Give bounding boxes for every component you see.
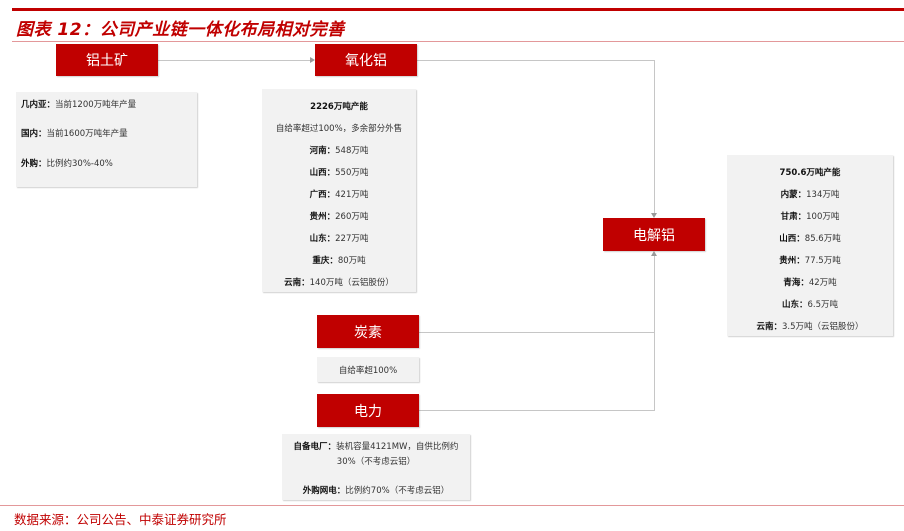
top-rule: [12, 8, 904, 11]
alumina-row: 广西：421万吨: [309, 190, 369, 200]
power-row-self-cont: 30%（不考虑云铝）: [336, 457, 416, 467]
figure-title: 图表 12：公司产业链一体化布局相对完善: [16, 20, 345, 40]
alumina-info-panel: 2226万吨产能 自给率超过100%，多余部分外售 河南：548万吨 山西：55…: [262, 89, 416, 292]
carbon-self-sufficiency: 自给率超100%: [338, 366, 398, 376]
bottom-rule: [0, 505, 904, 506]
electrolytic-row: 贵州：77.5万吨: [779, 256, 841, 266]
node-alumina-label: 氧化铝: [345, 53, 387, 69]
connector-alumina-right: [417, 60, 655, 61]
node-bauxite: 铝土矿: [56, 44, 158, 76]
bauxite-row: 国内：当前1600万吨年产量: [21, 129, 128, 139]
electrolytic-row: 云南：3.5万吨（云铝股份）: [756, 322, 864, 332]
carbon-info-panel: 自给率超100%: [317, 357, 419, 382]
connector-up: [654, 256, 655, 411]
arrow-up-icon: [651, 251, 657, 256]
alumina-row: 山东：227万吨: [309, 234, 369, 244]
connector-power: [419, 410, 655, 411]
alumina-self-sufficiency: 自给率超过100%，多余部分外售: [275, 124, 403, 134]
source-note: 数据来源：公司公告、中泰证券研究所: [14, 512, 227, 527]
arrow-down-icon: [651, 213, 657, 218]
node-alumina: 氧化铝: [315, 44, 417, 76]
bauxite-info-panel: 几内亚：当前1200万吨年产量 国内：当前1600万吨年产量 外购：比例约30%…: [16, 92, 197, 187]
node-electrolytic-label: 电解铝: [633, 227, 675, 244]
node-bauxite-label: 铝土矿: [86, 53, 128, 69]
title-rule: [12, 41, 904, 42]
arrow-right-icon: [310, 57, 315, 63]
node-carbon-label: 炭素: [354, 324, 382, 341]
power-row-self: 自备电厂：装机容量4121MW，自供比例约: [293, 442, 459, 452]
bauxite-row: 几内亚：当前1200万吨年产量: [21, 100, 137, 110]
electrolytic-row: 甘肃：100万吨: [780, 212, 840, 222]
node-carbon: 炭素: [317, 315, 419, 348]
alumina-row: 贵州：260万吨: [309, 212, 369, 222]
bauxite-row: 外购：比例约30%-40%: [21, 159, 113, 169]
connector-carbon: [419, 332, 655, 333]
electrolytic-row: 青海：42万吨: [783, 278, 837, 288]
power-row-grid: 外购网电：比例约70%（不考虑云铝）: [302, 486, 450, 496]
alumina-capacity-header: 2226万吨产能: [310, 102, 368, 112]
electrolytic-row: 山东：6.5万吨: [781, 300, 839, 310]
electrolytic-row: 内蒙：134万吨: [780, 190, 840, 200]
electrolytic-info-panel: 750.6万吨产能 内蒙：134万吨 甘肃：100万吨 山西：85.6万吨 贵州…: [727, 155, 893, 336]
node-power: 电力: [317, 394, 419, 427]
power-info-panel: 自备电厂：装机容量4121MW，自供比例约 30%（不考虑云铝） 外购网电：比例…: [282, 434, 470, 500]
node-electrolytic-aluminum: 电解铝: [603, 218, 705, 251]
electrolytic-row: 山西：85.6万吨: [779, 234, 841, 244]
electrolytic-capacity-header: 750.6万吨产能: [779, 168, 841, 178]
connector-bauxite-to-alumina: [158, 60, 310, 61]
connector-alumina-down: [654, 60, 655, 213]
alumina-row: 云南：140万吨（云铝股份）: [284, 278, 394, 288]
alumina-row: 山西：550万吨: [309, 168, 369, 178]
alumina-row: 重庆：80万吨: [312, 256, 366, 266]
alumina-row: 河南：548万吨: [309, 146, 369, 156]
node-power-label: 电力: [354, 403, 382, 420]
